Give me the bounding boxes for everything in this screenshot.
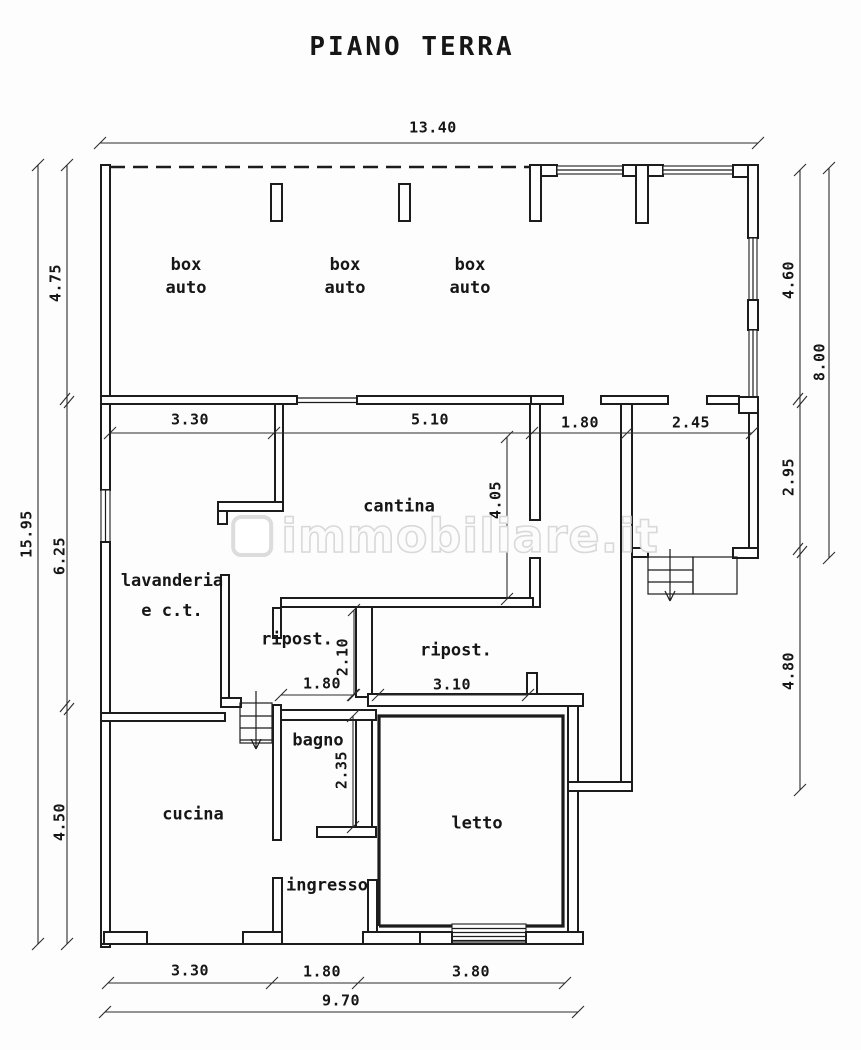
room-label-lavanderia: lavanderia e c.t. bbox=[120, 571, 224, 621]
room-label-letto: letto bbox=[451, 813, 503, 834]
dim-total-width-label: 13.40 bbox=[409, 118, 457, 137]
dim-ripost-left-width-label: 1.80 bbox=[302, 674, 342, 693]
letto-walls bbox=[377, 714, 565, 943]
cantina-walls bbox=[217, 403, 541, 702]
dim-left-overall-label: 15.95 bbox=[17, 510, 36, 558]
room-label-bagno: bagno bbox=[292, 730, 344, 751]
dim-bottom-overall-label: 9.70 bbox=[321, 991, 361, 1010]
room-label-box-auto-1: box auto bbox=[165, 255, 207, 298]
ripostiglio-bagno-walls bbox=[100, 606, 584, 934]
outer-walls bbox=[100, 164, 759, 948]
dim-right-stairroom-label: 2.95 bbox=[779, 457, 798, 497]
dim-bottom-cucina-label: 3.30 bbox=[170, 961, 210, 980]
dim-right-upper-label: 8.00 bbox=[810, 342, 829, 382]
dim-cantina-depth-label: 4.05 bbox=[486, 480, 505, 520]
room-label-box-auto-3: box auto bbox=[449, 255, 491, 298]
dim-right-garage-label: 4.60 bbox=[779, 260, 798, 300]
room-label-cantina: cantina bbox=[363, 496, 435, 517]
stairs-down-arrow bbox=[664, 549, 676, 602]
internal-stairs bbox=[239, 691, 273, 750]
room-label-ingresso: ingresso bbox=[286, 875, 368, 896]
dim-ripost-right-width-label: 3.10 bbox=[432, 675, 472, 694]
dim-stairroom-width-label: 2.45 bbox=[671, 413, 711, 432]
dim-left-garage-label: 4.75 bbox=[46, 263, 65, 303]
dim-corridor-width-label: 1.80 bbox=[560, 413, 600, 432]
dim-bottom-ingresso-label: 1.80 bbox=[302, 962, 342, 981]
dim-left-bottom-label: 4.50 bbox=[50, 802, 69, 842]
dim-right-lower-label: 4.80 bbox=[779, 651, 798, 691]
room-label-ripostiglio-right: ripost. bbox=[420, 640, 492, 661]
bottom-wall bbox=[103, 931, 584, 945]
room-label-cucina: cucina bbox=[162, 804, 224, 825]
internal-stairs-down-arrow bbox=[250, 691, 262, 750]
dim-cantina-width-label: 5.10 bbox=[410, 410, 450, 429]
room-label-box-auto-2: box auto bbox=[324, 255, 366, 298]
dim-bagno-depth-label: 2.35 bbox=[332, 750, 351, 790]
page-title: PIANO TERRA bbox=[309, 32, 515, 62]
stair-room bbox=[620, 403, 759, 792]
dim-bottom-letto-label: 3.80 bbox=[451, 962, 491, 981]
dim-lavanderia-width-label: 3.30 bbox=[170, 410, 210, 429]
dim-ripost-left-depth-label: 2.10 bbox=[333, 637, 352, 677]
lavanderia-walls bbox=[220, 574, 242, 708]
dim-left-middle-label: 6.25 bbox=[50, 536, 69, 576]
dimension-lines bbox=[31, 136, 836, 1019]
room-label-ripostiglio-left: ripost. bbox=[261, 629, 333, 650]
garage-pillars bbox=[270, 183, 411, 222]
garage-bottom-wall bbox=[100, 395, 740, 405]
